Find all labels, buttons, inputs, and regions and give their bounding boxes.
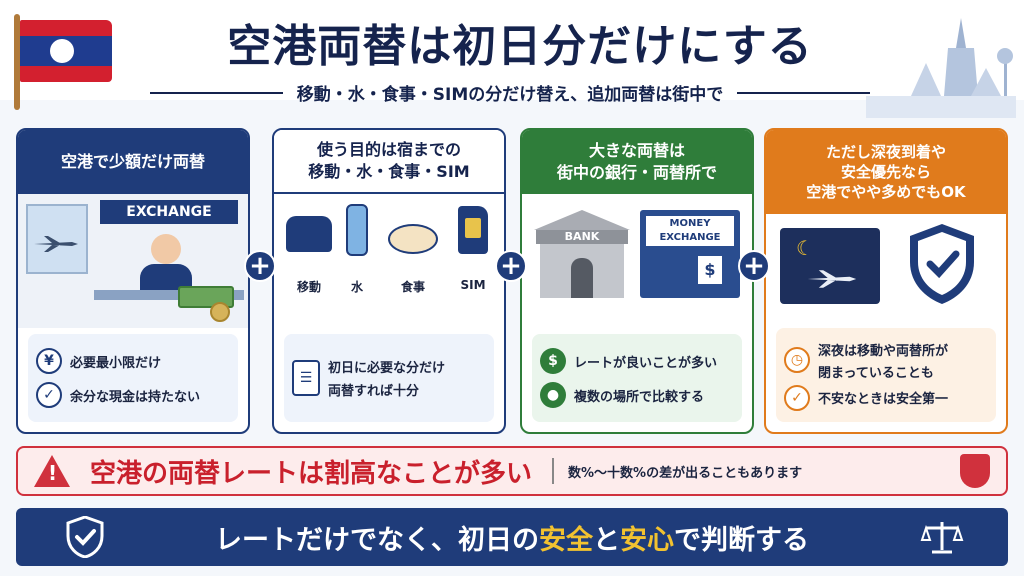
laos-flag-icon (20, 20, 112, 82)
bank-icon (540, 244, 624, 298)
card-purpose: 使う目的は宿までの 移動・水・食事・SIM 移動 水 食事 SIM ☰ 初日に必… (272, 128, 506, 434)
point-row: ✓ 余分な現金は持たない (36, 382, 230, 408)
airplane-icon (34, 236, 78, 252)
card-heading-line: 使う目的は宿までの (316, 140, 461, 160)
point-text: 不安なときは安全第一 (818, 392, 949, 407)
point-text: 深夜は移動や両替所が (818, 343, 949, 359)
divider-left (150, 91, 283, 94)
point-row: ¥ 必要最小限だけ (36, 348, 230, 374)
temple-illustration-icon (866, 18, 1016, 118)
subtitle: 移動・水・食事・SIMの分だけ替え、追加両替は街中で (296, 85, 724, 105)
plus-icon: + (738, 250, 770, 282)
shield-check-icon (910, 224, 974, 304)
meal-icon (388, 224, 438, 254)
shield-icon: ✓ (784, 384, 810, 411)
card-city-exchange: 大きな両替は 街中の銀行・両替所で BANK MONEY EXCHANGE $ … (520, 128, 754, 434)
page-title: 空港両替は初日分だけにする (227, 21, 813, 72)
item-label: 移動 (296, 280, 321, 294)
subtitle-row: 移動・水・食事・SIMの分だけ替え、追加両替は街中で (150, 80, 870, 105)
point-text: 必要最小限だけ (70, 355, 162, 371)
money-sign-line: EXCHANGE (659, 232, 721, 243)
yen-icon: ¥ (36, 348, 62, 374)
night-illustration: ☾ (766, 214, 1006, 326)
card-heading-line: 空港でやや多めでもOK (806, 183, 966, 202)
point-row: ● 複数の場所で比較する (540, 382, 734, 408)
window-icon (26, 204, 88, 274)
card-points: ¥ 必要最小限だけ ✓ 余分な現金は持たない (28, 334, 238, 422)
warning-banner: ! 空港の両替レートは割高なことが多い 数%〜十数%の差が出ることもあります (16, 446, 1008, 496)
divider (552, 458, 555, 484)
point-text: 複数の場所で比較する (574, 389, 705, 405)
conclusion-part: レートだけでなく、初日の (215, 524, 539, 556)
point-text: 両替すれば十分 (328, 384, 420, 399)
highlight-safety: 安全 (539, 524, 593, 556)
shield-icon (960, 454, 990, 488)
card-heading: ただし深夜到着や 安全優先なら 空港でやや多めでもOK (766, 130, 1006, 214)
person-icon: ● (540, 382, 566, 408)
conclusion-part: で判断する (674, 524, 809, 556)
card-heading: 使う目的は宿までの 移動・水・食事・SIM (274, 130, 504, 194)
point-row: ✓ 不安なときは安全第一 (784, 384, 988, 411)
items-illustration: 移動 水 食事 SIM (274, 194, 504, 328)
flag-pole (14, 14, 20, 110)
card-points: ◷ 深夜は移動や両替所が 閉まっていることも ✓ 不安なときは安全第一 (776, 328, 996, 422)
point-row: ◷ 深夜は移動や両替所が 閉まっていることも (784, 340, 988, 381)
card-heading-line: 街中の銀行・両替所で (556, 163, 717, 182)
conclusion-banner: レートだけでなく、初日の安全と安心で判断する (16, 508, 1008, 566)
checklist-icon: ☰ (292, 360, 320, 396)
shield-icon: ✓ (36, 382, 62, 408)
plus-icon: + (495, 250, 527, 282)
point-row: ☰ 初日に必要な分だけ 両替すれば十分 (292, 357, 486, 399)
plus-icon: + (244, 250, 276, 282)
card-points: $ レートが良いことが多い ● 複数の場所で比較する (532, 334, 742, 422)
card-heading: 大きな両替は 街中の銀行・両替所で (522, 130, 752, 194)
taxi-icon (286, 216, 332, 252)
card-points: ☰ 初日に必要な分だけ 両替すれば十分 (284, 334, 494, 422)
warning-icon: ! (34, 455, 70, 487)
card-heading-line: 安全優先なら (840, 162, 931, 181)
point-text: 閉まっていることも (818, 365, 934, 381)
clerk-icon (151, 234, 181, 264)
dollar-icon: $ (540, 348, 566, 374)
item-label: 水 (350, 280, 363, 294)
bank-illustration: BANK MONEY EXCHANGE $ (522, 194, 752, 328)
highlight-peace: 安心 (620, 524, 674, 556)
card-late-night: ただし深夜到着や 安全優先なら 空港でやや多めでもOK ☾ ◷ 深夜は移動や両替… (764, 128, 1008, 434)
night-sky-window (780, 228, 880, 304)
money-sign-line: MONEY (669, 218, 711, 229)
point-text: 初日に必要な分だけ (328, 361, 446, 376)
exchange-counter-illustration: EXCHANGE (18, 194, 248, 328)
point-text: 余分な現金は持たない (70, 389, 201, 405)
warning-note: 数%〜十数%の差が出ることもあります (568, 465, 803, 481)
warning-text: 空港の両替レートは割高なことが多い (90, 458, 533, 489)
item-label: SIM (460, 278, 486, 292)
point-row: $ レートが良いことが多い (540, 348, 734, 374)
bank-sign: BANK (536, 230, 628, 244)
coin-icon (210, 302, 230, 322)
card-heading-line: 移動・水・食事・SIM (308, 162, 470, 181)
clock-icon: ◷ (784, 347, 810, 373)
card-heading-line: ただし深夜到着や (825, 142, 946, 161)
point-text: レートが良いことが多い (574, 355, 718, 371)
shield-check-icon (66, 516, 104, 558)
money-exchange-sign: MONEY EXCHANGE (646, 216, 734, 246)
balance-scale-icon (920, 522, 964, 554)
card-heading: 空港で少額だけ両替 (18, 130, 248, 194)
sim-card-icon (458, 206, 488, 254)
card-heading-line: 大きな両替は (588, 141, 685, 161)
card-airport-small-exchange: 空港で少額だけ両替 EXCHANGE ¥ 必要最小限だけ ✓ 余分な現金は持たな… (16, 128, 250, 434)
moon-icon: ☾ (796, 236, 814, 260)
item-label: 食事 (400, 280, 425, 294)
airplane-icon (807, 270, 857, 288)
divider-right (737, 91, 870, 94)
water-bottle-icon (346, 204, 368, 256)
conclusion-text: レートだけでなく、初日の安全と安心で判断する (215, 518, 809, 557)
exchange-sign: EXCHANGE (100, 200, 238, 224)
conclusion-part: と (593, 524, 620, 556)
dollar-sign-icon: $ (698, 256, 722, 284)
bank-roof (534, 210, 630, 230)
counter-desk (94, 290, 244, 300)
